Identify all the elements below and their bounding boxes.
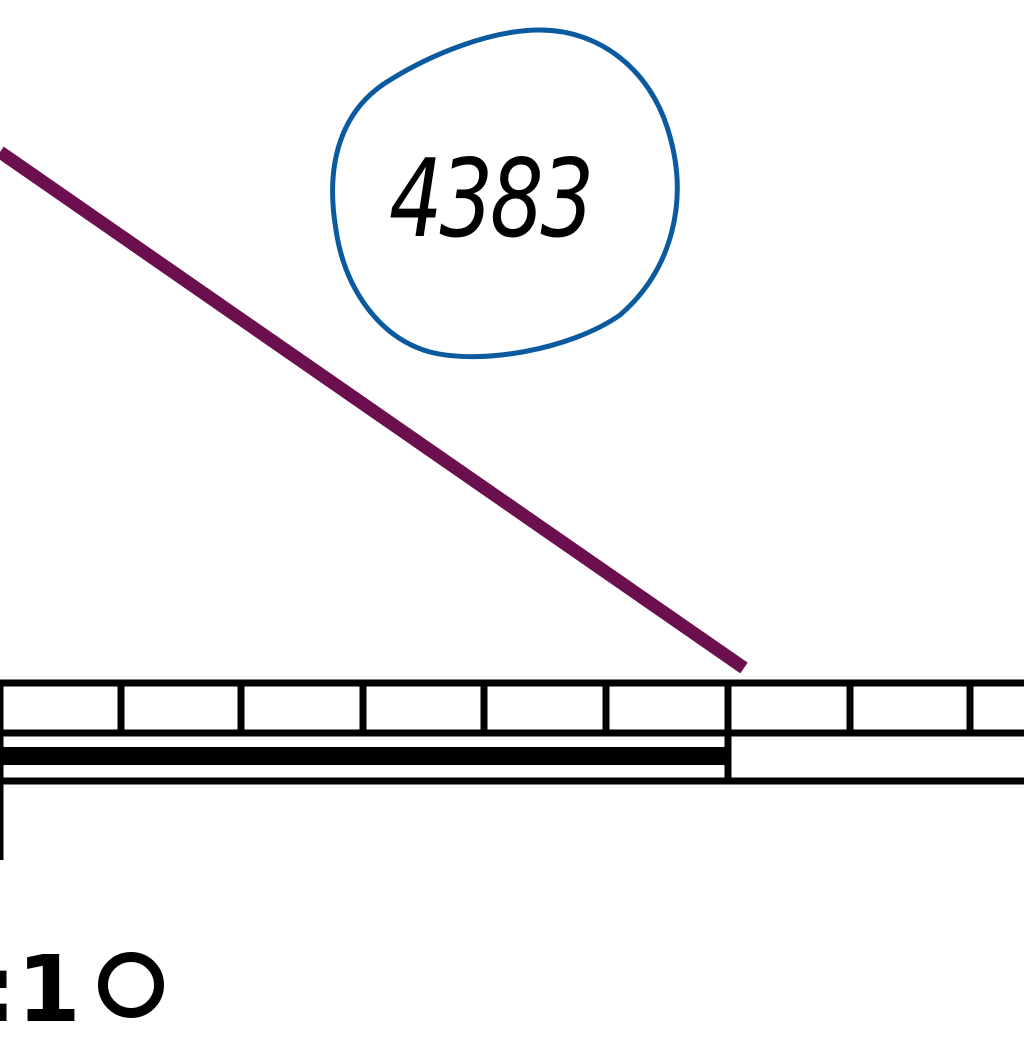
open-circle-icon	[98, 952, 164, 1018]
scale-bar	[0, 679, 1024, 860]
circle-outline	[330, 27, 680, 360]
route-line	[0, 146, 748, 674]
circle-number-label: 4383	[389, 137, 594, 262]
bottom-label: :1	[0, 936, 81, 1043]
